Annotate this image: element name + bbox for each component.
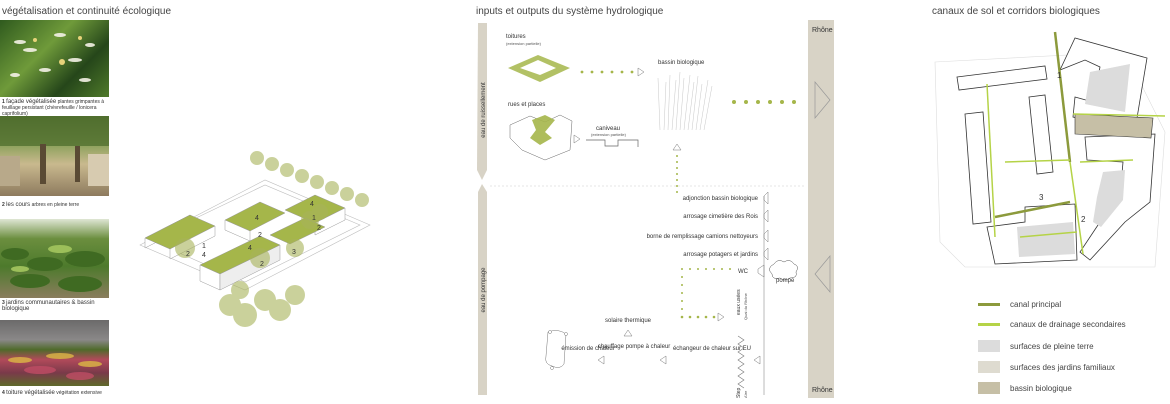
- caption-photo-2: 2 les cours arbres en pleine terre: [2, 202, 80, 208]
- pompe-cloud: [769, 260, 798, 281]
- photo-jardins-communautaires: [0, 219, 109, 298]
- photo-facade-vegetalisee: [0, 20, 109, 97]
- axo-label: 3: [292, 249, 296, 256]
- photo-les-cours: [0, 116, 109, 196]
- axo-label: 2: [317, 225, 321, 232]
- legend-swatch: [978, 323, 1000, 326]
- use-borne-remplissage: borne de remplissage camions nettoyeurs: [647, 234, 758, 240]
- emission-label: émission de chaleur: [561, 346, 614, 352]
- axo-label: 4: [255, 215, 259, 222]
- hydrology-diagram: eau de ruissellement eau de pompage Rhôn…: [477, 20, 834, 398]
- pumping-arrow: [478, 184, 487, 395]
- rhone-label-bottom: Rhône: [812, 387, 833, 394]
- eaux-usees-label: eaux usées: [736, 289, 742, 315]
- legend-canaux-secondaires: canaux de drainage secondaires: [978, 320, 1126, 329]
- axo-label: 4: [310, 201, 314, 208]
- aire-label: Aïre: [743, 390, 748, 398]
- axo-label: 2: [258, 232, 262, 239]
- rhone-label-top: Rhône: [812, 27, 833, 34]
- site-map: 1 2 3: [934, 31, 1166, 268]
- axo-label: 1: [312, 215, 316, 222]
- quai-label: Quai du Rhône: [743, 292, 748, 320]
- right-section-title: canaux de sol et corridors biologiques: [932, 6, 1100, 17]
- runoff-arrow: [477, 23, 487, 180]
- rhone-band: [808, 20, 834, 398]
- legend-swatch: [978, 361, 1000, 373]
- photo-toiture-vegetalisee: [0, 320, 109, 386]
- legend-canal-principal: canal principal: [978, 300, 1061, 309]
- caption-photo-3: 3 jardins communautaires & bassin biolog…: [2, 300, 95, 312]
- map-label-1: 1: [1057, 71, 1062, 80]
- left-section-title: végétalisation et continuité écologique: [2, 6, 172, 17]
- bassin-label: bassin biologique: [658, 60, 705, 66]
- use-arrosage-potagers: arrosage potagers et jardins: [683, 252, 758, 258]
- caniveau-sub-label: (extension partielle): [591, 132, 627, 137]
- map-label-3: 3: [1039, 193, 1044, 202]
- side-label-pumping: eau de pompage: [481, 267, 487, 313]
- axo-label: 4: [202, 252, 206, 259]
- legend-swatch: [978, 382, 1000, 394]
- axo-label: 1: [202, 243, 206, 250]
- rues-label: rues et places: [508, 102, 545, 108]
- side-label-runoff: eau de ruissellement: [481, 82, 487, 138]
- step-label: Step: [736, 387, 742, 398]
- caption-photo-4: 4 toiture végétalisée végétation extensi…: [2, 390, 102, 396]
- axo-label: 2: [260, 261, 264, 268]
- toitures-sub-label: (extension partielle): [506, 41, 542, 46]
- pompe-label: pompe: [776, 278, 795, 284]
- legend-swatch: [978, 340, 1000, 352]
- chauffage-label: chauffage pompe à chaleur: [598, 344, 671, 350]
- legend-jardins-familiaux: surfaces des jardins familiaux: [978, 361, 1115, 373]
- legend-swatch: [978, 303, 1000, 306]
- axo-label: 2: [186, 251, 190, 258]
- axonometric-diagram: 4 1 4 2 4 1 2 4 2 3 2: [139, 151, 371, 327]
- legend-pleine-terre: surfaces de pleine terre: [978, 340, 1094, 352]
- caption-photo-1: 1 façade végétalisée plantes grimpantes …: [2, 99, 105, 117]
- use-arrosage-cimetiere: arrosage cimetière des Rois: [683, 214, 758, 220]
- solaire-label: solaire thermique: [605, 318, 652, 324]
- legend-bassin-biologique: bassin biologique: [978, 382, 1072, 394]
- use-adjonction-bassin: adjonction bassin biologique: [683, 196, 759, 202]
- caniveau-label: caniveau: [596, 126, 620, 132]
- echangeur-label: échangeur de chaleur sur EU: [673, 346, 751, 352]
- map-label-2: 2: [1081, 215, 1086, 224]
- toitures-label: toitures: [506, 34, 526, 40]
- axo-label: 4: [248, 245, 252, 252]
- use-wc: WC: [738, 269, 749, 275]
- middle-section-title: inputs et outputs du système hydrologiqu…: [476, 6, 664, 17]
